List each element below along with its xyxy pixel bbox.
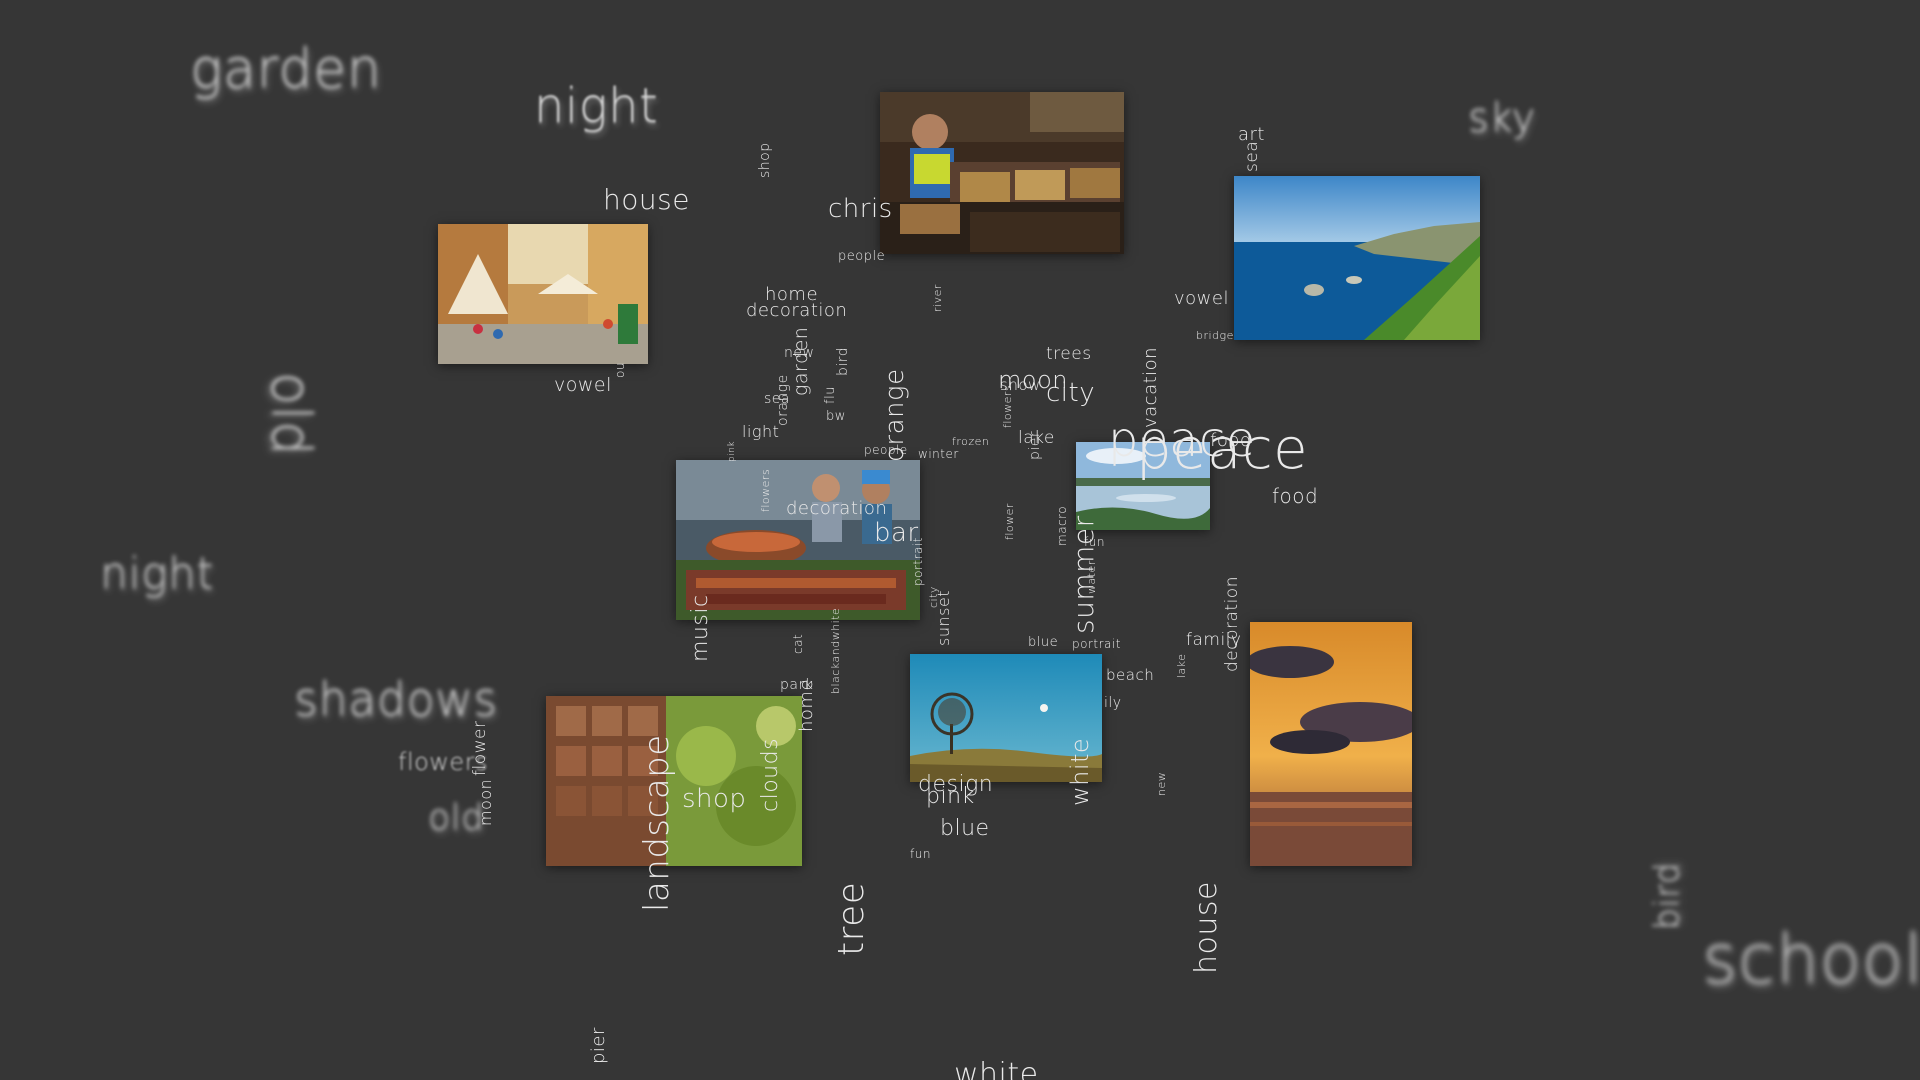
word-city[interactable]: city [1046, 378, 1096, 408]
word-new[interactable]: new [1155, 771, 1168, 796]
word-sea[interactable]: sea [764, 391, 790, 407]
word-decoration[interactable]: decoration [746, 300, 848, 321]
word-river[interactable]: river [931, 284, 944, 312]
word-garden[interactable]: garden [790, 326, 812, 396]
word-music[interactable]: music [688, 594, 713, 662]
word-white[interactable]: white [954, 1057, 1039, 1080]
word-flower[interactable]: flower [1003, 503, 1016, 540]
word-portrait[interactable]: portrait [911, 537, 925, 586]
word-chris[interactable]: chris [828, 194, 893, 224]
word-peace[interactable]: peace [1136, 417, 1309, 482]
word-people[interactable]: people [864, 443, 908, 457]
word-house[interactable]: house [603, 183, 690, 216]
word-design[interactable]: design [918, 772, 994, 797]
word-home[interactable]: home [765, 284, 819, 305]
word-garden[interactable]: garden [190, 37, 382, 100]
word-lake[interactable]: lake [1175, 653, 1188, 678]
word-fun[interactable]: fun [1084, 535, 1105, 549]
word-shop[interactable]: shop [682, 784, 747, 814]
word-food[interactable]: food [1272, 484, 1319, 508]
word-moon[interactable]: moon [998, 366, 1068, 394]
photo-tree-and-moon[interactable] [910, 654, 1102, 782]
word-tree[interactable]: tree [831, 881, 872, 956]
word-food[interactable]: food [1210, 430, 1252, 451]
word-pink[interactable]: pink [926, 784, 975, 809]
word-light[interactable]: light [742, 422, 780, 441]
word-decoration[interactable]: decoration [1222, 576, 1242, 672]
word-shadows[interactable]: shadows [294, 672, 498, 726]
word-ou[interactable]: ou [613, 362, 627, 378]
word-landscape[interactable]: landscape [637, 734, 677, 912]
word-clouds[interactable]: clouds [758, 737, 783, 812]
photo-wooden-door-garden[interactable] [546, 696, 802, 866]
word-home[interactable]: home [796, 678, 817, 732]
word-school[interactable]: school [1702, 920, 1920, 999]
word-flowers[interactable]: flowers [1001, 384, 1014, 428]
word-cat[interactable]: cat [791, 633, 805, 654]
word-vowel[interactable]: vowel [554, 374, 612, 396]
photo-food-market-stall[interactable] [880, 92, 1124, 254]
word-bar[interactable]: bar [874, 518, 919, 548]
word-decoration[interactable]: decoration [786, 498, 888, 519]
word-flowers[interactable]: flowers [759, 468, 772, 512]
word-sea[interactable]: sea [1242, 140, 1262, 172]
word-frozen[interactable]: frozen [952, 435, 990, 448]
word-blackandwhite[interactable]: blackandwhite [829, 607, 842, 694]
photo-coastal-cliffs[interactable] [1234, 176, 1480, 340]
word-bird[interactable]: bird [1647, 862, 1687, 930]
word-peace[interactable]: peace [1108, 412, 1256, 468]
word-pier[interactable]: pier [588, 1027, 609, 1064]
word-night[interactable]: night [100, 548, 215, 599]
word-lake[interactable]: lake [1018, 428, 1055, 448]
word-orange[interactable]: orange [880, 368, 910, 462]
word-flowers[interactable]: flowers [398, 748, 489, 776]
word-flower[interactable]: flower [470, 720, 490, 776]
word-blue[interactable]: blue [1028, 635, 1059, 650]
word-winter[interactable]: winter [918, 447, 959, 461]
word-shop[interactable]: shop [757, 142, 773, 178]
word-beach[interactable]: beach [1106, 666, 1155, 684]
word-snow[interactable]: snow [1000, 376, 1041, 394]
word-old[interactable]: old [260, 372, 323, 456]
photo-street-food-vendors[interactable] [676, 460, 920, 620]
word-sunset[interactable]: sunset [934, 589, 953, 646]
word-pier[interactable]: pier [1027, 430, 1043, 460]
photo-lake-landscape[interactable] [1076, 442, 1210, 530]
word-bird[interactable]: bird [835, 346, 851, 376]
word-flu[interactable]: flu [823, 386, 838, 404]
word-new[interactable]: new [784, 345, 815, 361]
word-sky[interactable]: sky [1468, 95, 1536, 141]
word-trees[interactable]: trees [1046, 344, 1092, 364]
word-people[interactable]: people [838, 249, 886, 264]
word-summer[interactable]: summer [1067, 515, 1100, 634]
word-family[interactable]: family [1186, 630, 1242, 650]
word-bridge[interactable]: bridge [1196, 329, 1234, 342]
photo-old-town-street[interactable] [438, 224, 648, 364]
word-ily[interactable]: ily [1104, 695, 1122, 711]
word-portrait[interactable]: portrait [1072, 637, 1121, 651]
word-bw[interactable]: bw [826, 409, 846, 424]
word-art[interactable]: art [1238, 124, 1265, 145]
word-white[interactable]: white [1066, 737, 1094, 806]
photo-sunset-over-sea[interactable] [1250, 622, 1412, 866]
word-house[interactable]: house [1189, 881, 1224, 974]
word-park[interactable]: park [780, 677, 814, 693]
word-blue[interactable]: blue [940, 816, 990, 841]
word-night[interactable]: night [534, 78, 659, 134]
word-old[interactable]: old [428, 797, 485, 838]
word-pink[interactable]: pink [727, 440, 737, 462]
word-fun[interactable]: fun [910, 847, 931, 861]
word-vacation[interactable]: vacation [1140, 346, 1161, 428]
word-vowel[interactable]: vowel [1174, 288, 1229, 309]
word-moon[interactable]: moon [476, 778, 495, 826]
